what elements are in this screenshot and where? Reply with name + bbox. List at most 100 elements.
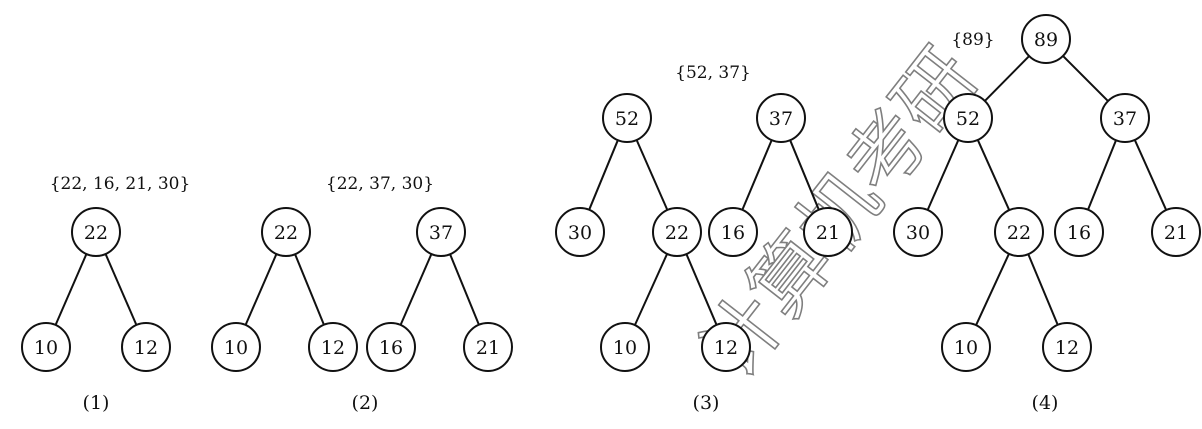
node-value: 21	[816, 222, 840, 244]
node-circle	[708, 207, 758, 257]
tree-node: 22	[994, 207, 1044, 257]
edge-37-16	[399, 253, 433, 326]
tree-node: 10	[21, 322, 71, 372]
node-circle	[652, 207, 702, 257]
node-circle	[600, 322, 650, 372]
node-circle	[941, 322, 991, 372]
node-circle	[555, 207, 605, 257]
node-circle	[71, 207, 121, 257]
edge-37-21	[449, 253, 480, 326]
node-value: 16	[1067, 222, 1091, 244]
tree-node: 12	[121, 322, 171, 372]
panel-3-edges	[588, 139, 820, 326]
node-value: 37	[1113, 108, 1137, 130]
panel-2-edges	[244, 253, 480, 326]
tree-node: 22	[261, 207, 311, 257]
tree-node: 21	[1151, 207, 1201, 257]
node-value: 22	[1007, 222, 1031, 244]
edge-89-52	[984, 55, 1030, 102]
panel-caption: (1)	[83, 392, 110, 414]
tree-node: 37	[1100, 93, 1150, 143]
edge-37-16	[741, 139, 773, 211]
edge-37-21	[789, 139, 820, 211]
tree-node: 52	[602, 93, 652, 143]
edge-52-30	[588, 139, 619, 211]
panel-4: 89 52 37 30 22 16 21 10 12	[893, 14, 1201, 372]
tree-node: 12	[308, 322, 358, 372]
tree-node: 30	[893, 207, 943, 257]
node-value: 12	[714, 337, 738, 359]
remaining-set-label: {22, 37, 30}	[326, 174, 434, 194]
remaining-set-label: {89}	[951, 30, 994, 50]
node-circle	[1151, 207, 1201, 257]
node-circle	[21, 322, 71, 372]
node-value: 21	[476, 337, 500, 359]
panel-3: 52 30 22 10 12 37 16 21	[555, 93, 853, 372]
edge-22-10	[244, 253, 278, 326]
tree-node: 30	[555, 207, 605, 257]
tree-node: 12	[1042, 322, 1092, 372]
edge-22-12	[685, 253, 718, 326]
edge-22-10	[633, 253, 669, 326]
panel-1-edges	[54, 253, 138, 326]
tree-node: 89	[1021, 14, 1071, 64]
node-circle	[602, 93, 652, 143]
edge-37-16	[1087, 139, 1117, 211]
panel-caption: (4)	[1032, 392, 1059, 414]
node-value: 10	[34, 337, 58, 359]
node-circle	[803, 207, 853, 257]
node-value: 21	[1164, 222, 1188, 244]
node-circle	[893, 207, 943, 257]
node-value: 22	[274, 222, 298, 244]
node-value: 37	[429, 222, 453, 244]
tree-node: 10	[600, 322, 650, 372]
tree-node: 37	[756, 93, 806, 143]
panel-4-edges	[926, 55, 1168, 326]
node-value: 10	[954, 337, 978, 359]
tree-nodes: 22 10 12 22 10 12 37 16 21 52 30 22 10 12 37 16 21 89 52 37…	[21, 14, 1201, 372]
node-value: 22	[84, 222, 108, 244]
node-circle	[416, 207, 466, 257]
tree-node: 16	[1054, 207, 1104, 257]
node-circle	[211, 322, 261, 372]
panel-2: 22 10 12 37 16 21	[211, 207, 513, 372]
tree-node: 10	[941, 322, 991, 372]
node-value: 16	[379, 337, 403, 359]
edge-37-21	[1133, 139, 1168, 211]
tree-node: 37	[416, 207, 466, 257]
node-value: 89	[1034, 29, 1058, 51]
tree-node: 16	[708, 207, 758, 257]
edge-52-30	[926, 139, 960, 211]
node-value: 16	[721, 222, 745, 244]
panel-caption: (3)	[693, 392, 720, 414]
tree-node: 16	[366, 322, 416, 372]
node-circle	[121, 322, 171, 372]
node-value: 52	[615, 108, 639, 130]
edge-22-10	[975, 253, 1010, 326]
remaining-set-label: {52, 37}	[675, 63, 751, 83]
node-circle	[308, 322, 358, 372]
node-value: 10	[224, 337, 248, 359]
tree-node: 21	[463, 322, 513, 372]
node-circle	[1042, 322, 1092, 372]
node-value: 37	[769, 108, 793, 130]
node-circle	[701, 322, 751, 372]
tree-node: 21	[803, 207, 853, 257]
node-value: 30	[568, 222, 592, 244]
node-circle	[366, 322, 416, 372]
node-circle	[1021, 14, 1071, 64]
node-circle	[463, 322, 513, 372]
tree-node: 52	[943, 93, 993, 143]
panel-1: 22 10 12	[21, 207, 171, 372]
edge-22-12	[104, 253, 138, 326]
edge-89-37	[1062, 55, 1109, 102]
tree-node: 22	[71, 207, 121, 257]
panel-caption: (2)	[352, 392, 379, 414]
node-value: 22	[665, 222, 689, 244]
tree-node: 12	[701, 322, 751, 372]
node-value: 12	[1055, 337, 1079, 359]
tree-node: 22	[652, 207, 702, 257]
node-value: 52	[956, 108, 980, 130]
node-value: 12	[134, 337, 158, 359]
